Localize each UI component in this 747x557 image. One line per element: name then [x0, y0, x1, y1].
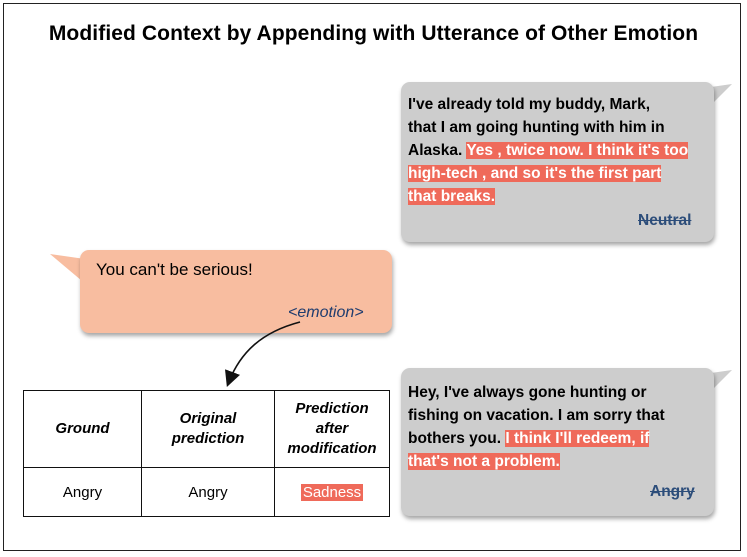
bottom-bubble-line: Hey, I've always gone hunting or — [408, 384, 647, 401]
top-bubble-line-appended: high-tech , and so it's the first part — [408, 165, 662, 182]
bottom-bubble-line-appended: that's not a problem. — [408, 453, 560, 470]
top-bubble-plain: Alaska. — [408, 142, 463, 159]
bottom-bubble-plain: bothers you. — [408, 430, 502, 447]
header-ground: Ground — [23, 390, 142, 468]
table-row: Angry Angry Sadness — [23, 467, 390, 517]
top-bubble-line: I've already told my buddy, Mark, — [408, 96, 650, 113]
bottom-bubble-appended: I think I'll redeem, if — [505, 430, 650, 447]
cell-original-prediction: Angry — [141, 467, 275, 517]
modified-prediction-highlight: Sadness — [300, 483, 364, 501]
bottom-bubble-text: Hey, I've always gone hunting or fishing… — [408, 381, 708, 473]
top-bubble-line-appended: that breaks. — [408, 188, 496, 205]
top-context-bubble — [401, 82, 714, 242]
top-bubble-text: I've already told my buddy, Mark, that I… — [408, 93, 708, 208]
cell-ground: Angry — [23, 467, 142, 517]
bottom-bubble-struck-emotion: Angry — [650, 483, 695, 500]
top-bubble-appended: Yes , twice now. I think it's too — [466, 142, 689, 159]
bottom-bubble-line-mixed: bothers you. I think I'll redeem, if — [408, 427, 708, 450]
cell-modified-prediction: Sadness — [274, 467, 390, 517]
top-bubble-line: that I am going hunting with him in — [408, 119, 665, 136]
bottom-bubble-line: fishing on vacation. I am sorry that — [408, 407, 665, 424]
figure-title: Modified Context by Appending with Utter… — [48, 22, 699, 45]
figure-frame — [3, 3, 741, 551]
target-utterance: You can't be serious! — [96, 260, 253, 279]
emotion-tag: <emotion> — [288, 304, 364, 321]
top-bubble-struck-emotion: Neutral — [638, 212, 692, 229]
target-utterance-bubble — [80, 250, 392, 333]
top-bubble-line-mixed: Alaska. Yes , twice now. I think it's to… — [408, 139, 708, 162]
